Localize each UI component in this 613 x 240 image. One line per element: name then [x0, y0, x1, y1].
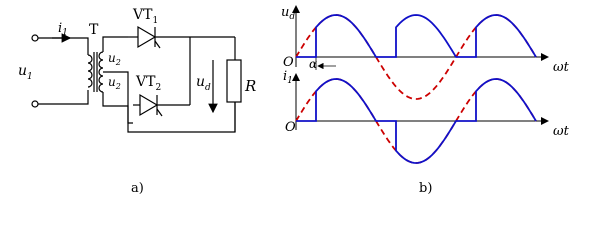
bottom-origin-label: O	[285, 120, 296, 135]
transformer-label: T	[89, 22, 99, 38]
u2-upper-label: u2	[108, 51, 121, 67]
waveform-labels: ud i1 O O α ωt ωt	[281, 5, 570, 139]
input-terminal-top	[31, 34, 39, 42]
center-tap	[103, 71, 236, 133]
vt1-label: VT1	[132, 7, 158, 26]
i1-axis-label: i1	[283, 69, 293, 86]
ud-axis-label: ud	[281, 5, 295, 22]
circuit-diagram	[31, 25, 242, 133]
thyristor-vt2	[133, 93, 190, 117]
u2-lower-label: u2	[108, 75, 121, 91]
vt2-label: VT2	[135, 74, 161, 93]
alpha-label: α	[309, 57, 317, 71]
bottom-wt-label: ωt	[553, 124, 570, 139]
input-terminal-bottom	[31, 100, 39, 108]
primary-wire-top	[38, 37, 89, 55]
primary-winding	[87, 54, 93, 88]
secondary-lead-top	[102, 36, 128, 52]
u1-label: u1	[18, 63, 33, 82]
circuit-labels: i1 T u1 u2 u2 VT1 VT2 ud R	[18, 7, 256, 95]
caption-b: b)	[419, 181, 432, 196]
input-current-waveform	[296, 78, 537, 164]
caption-a: a)	[131, 181, 144, 196]
i1-label: i1	[58, 21, 68, 38]
ud-label: ud	[196, 74, 211, 93]
top-origin-label: O	[283, 55, 294, 70]
waveform-curves	[295, 14, 537, 164]
output-voltage-waveform	[296, 14, 537, 58]
thyristor-vt1	[128, 25, 235, 49]
primary-wire-bottom	[38, 90, 89, 105]
top-wt-label: ωt	[553, 60, 570, 75]
load-resistor	[226, 59, 242, 103]
secondary-winding	[98, 51, 104, 93]
figure: i1 T u1 u2 u2 VT1 VT2 ud R ud i1 O O α ω…	[18, 5, 570, 196]
waveform-axes	[292, 5, 549, 130]
r-label: R	[244, 77, 256, 95]
